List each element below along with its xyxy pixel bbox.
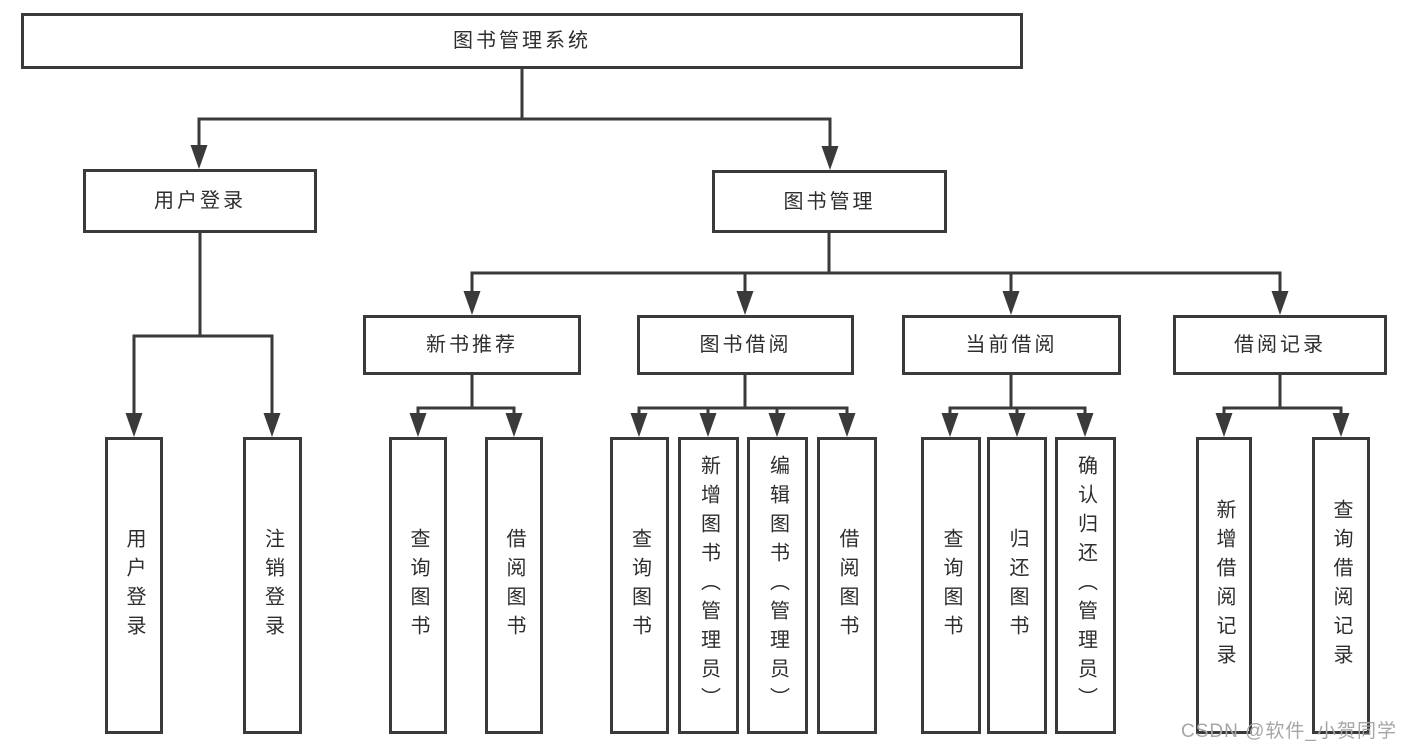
connector-book-borrowing-branch [630, 375, 856, 437]
node-borrowing-records: 借阅记录 [1173, 315, 1387, 375]
leaf-search-borrow-record-label: 查询借阅记录 [1330, 498, 1352, 673]
node-new-book-recommend-label: 新书推荐 [426, 334, 518, 356]
leaf-borrow-books-borrowing-label: 借阅图书 [836, 527, 858, 644]
leaf-search-books-recommend-label: 查询图书 [407, 527, 429, 644]
leaf-search-books-recommend: 查询图书 [389, 437, 447, 734]
connector-borrowing-records-branch [1215, 375, 1350, 437]
node-user-login: 用户登录 [83, 169, 317, 233]
connector-book-management-branch [463, 233, 1289, 315]
node-book-management: 图书管理 [712, 170, 947, 233]
leaf-edit-books-admin: 编辑图书（管理员） [747, 437, 808, 734]
leaf-user-login-label: 用户登录 [123, 527, 145, 644]
node-new-book-recommend: 新书推荐 [363, 315, 581, 375]
leaf-logout-label: 注销登录 [261, 527, 284, 644]
connector-root-to-level2 [190, 69, 839, 170]
leaf-return-books-label: 归还图书 [1006, 527, 1028, 644]
leaf-search-borrow-record: 查询借阅记录 [1312, 437, 1370, 734]
leaf-add-borrow-record-label: 新增借阅记录 [1213, 498, 1235, 673]
leaf-add-books-admin: 新增图书（管理员） [678, 437, 739, 734]
leaf-borrow-books-borrowing: 借阅图书 [817, 437, 877, 734]
leaf-borrow-books-recommend-label: 借阅图书 [503, 527, 525, 644]
leaf-search-books-current: 查询图书 [921, 437, 981, 734]
node-root: 图书管理系统 [21, 13, 1023, 69]
watermark: CSDN @软件_小贺同学 [1181, 721, 1397, 742]
leaf-search-books-borrowing-label: 查询图书 [628, 527, 651, 644]
leaf-confirm-return-admin: 确认归还（管理员） [1055, 437, 1116, 734]
connector-new-book-recommend-branch [409, 375, 523, 437]
node-current-borrowing-label: 当前借阅 [965, 334, 1058, 356]
leaf-add-books-admin-label: 新增图书（管理员） [697, 455, 720, 716]
node-book-borrowing-label: 图书借阅 [699, 334, 792, 356]
connector-current-borrowing-branch [941, 375, 1094, 437]
leaf-logout: 注销登录 [243, 437, 302, 734]
leaf-add-borrow-record: 新增借阅记录 [1196, 437, 1252, 734]
node-book-borrowing: 图书借阅 [637, 315, 854, 375]
node-book-management-label: 图书管理 [783, 190, 876, 213]
leaf-search-books-borrowing: 查询图书 [610, 437, 669, 734]
leaf-confirm-return-admin-label: 确认归还（管理员） [1074, 455, 1097, 716]
leaf-return-books: 归还图书 [987, 437, 1047, 734]
connector-user-login-branch [125, 233, 281, 437]
leaf-edit-books-admin-label: 编辑图书（管理员） [766, 455, 789, 716]
leaf-search-books-current-label: 查询图书 [940, 527, 962, 644]
node-current-borrowing: 当前借阅 [902, 315, 1121, 375]
node-root-label: 图书管理系统 [453, 30, 591, 52]
leaf-borrow-books-recommend: 借阅图书 [485, 437, 543, 734]
leaf-user-login: 用户登录 [105, 437, 163, 734]
node-borrowing-records-label: 借阅记录 [1234, 334, 1326, 356]
node-user-login-label: 用户登录 [154, 190, 246, 212]
